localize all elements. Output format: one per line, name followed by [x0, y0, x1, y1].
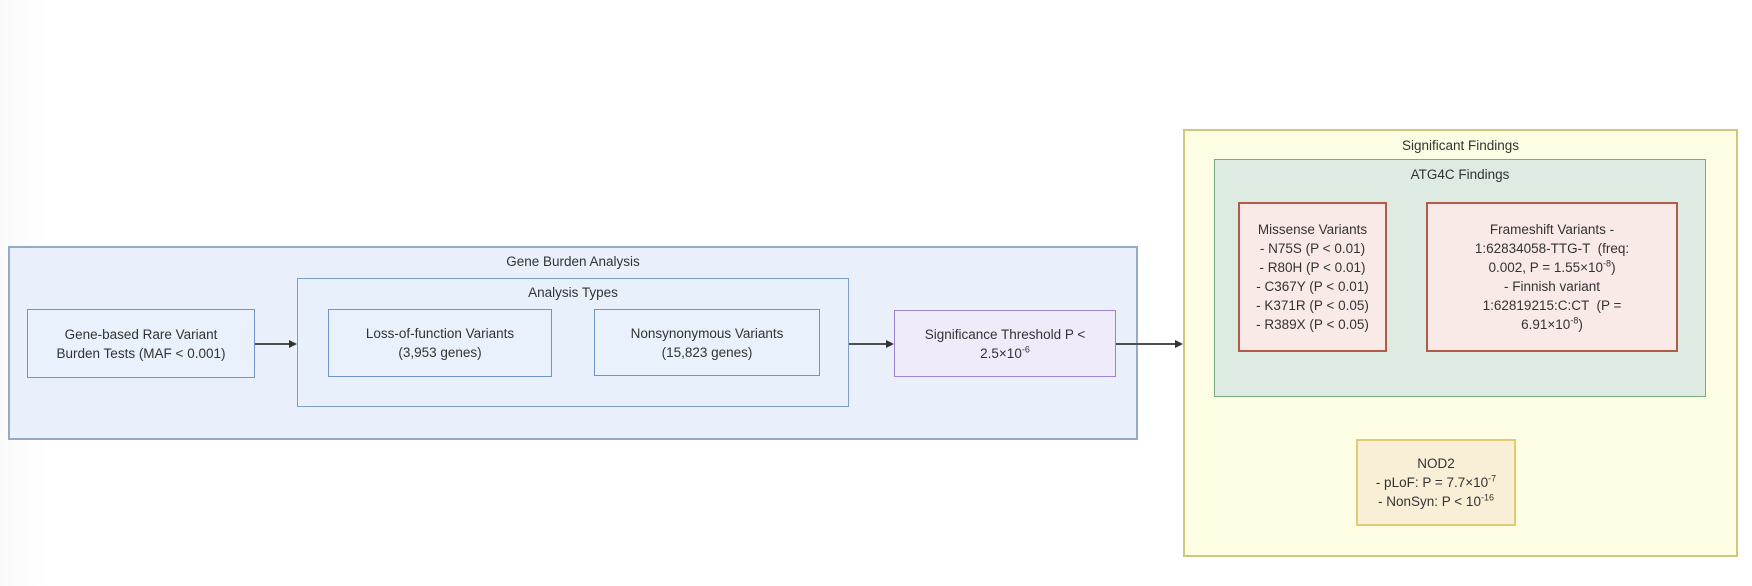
node-text-line: Missense Variants [1257, 222, 1368, 237]
finnish-pvalue: 6.91×10 [1521, 317, 1571, 332]
node-text-line: - NonSyn: P < 10-16 [1378, 492, 1494, 511]
nod2-nonsyn-pvalue: - NonSyn: P < 10 [1378, 494, 1481, 509]
atg4c-findings-container: ATG4C Findings Missense Variants - N75S … [1214, 159, 1706, 397]
finnish-pvalue-close: ) [1578, 317, 1583, 332]
node-text-line: NOD2 [1417, 456, 1455, 471]
nod2-plof-exponent: -7 [1488, 473, 1497, 484]
burden-tests-node: Gene-based Rare Variant Burden Tests (MA… [27, 309, 255, 378]
node-text-line: - K371R (P < 0.05) [1256, 298, 1369, 313]
frameshift-pvalue-close: ) [1611, 260, 1616, 275]
missense-variants-node: Missense Variants - N75S (P < 0.01) - R8… [1238, 202, 1387, 352]
node-text-line: 2.5×10-6 [980, 344, 1030, 363]
frameshift-exponent: -8 [1603, 258, 1612, 269]
threshold-value: 2.5×10 [980, 345, 1022, 361]
analysis-types-container: Analysis Types Loss-of-function Variants… [297, 278, 849, 407]
significant-findings-container: Significant Findings ATG4C Findings Miss… [1183, 129, 1738, 557]
analysis-types-title: Analysis Types [528, 285, 618, 300]
nod2-nonsyn-exponent: -16 [1480, 492, 1494, 503]
node-text-line: Nonsynonymous Variants [630, 325, 784, 341]
nonsyn-variants-node: Nonsynonymous Variants (15,823 genes) [594, 309, 820, 376]
threshold-exponent: -6 [1021, 344, 1030, 354]
node-text-line: - pLoF: P = 7.7×10-7 [1376, 473, 1496, 492]
node-text-line: (15,823 genes) [661, 344, 753, 360]
frameshift-pvalue: 0.002, P = 1.55×10 [1488, 260, 1604, 275]
node-text-line: Loss-of-function Variants [365, 326, 515, 341]
node-text-line: - R80H (P < 0.01) [1259, 260, 1366, 275]
node-text-line: - N75S (P < 0.01) [1259, 241, 1366, 256]
node-text-line: (3,953 genes) [398, 345, 482, 360]
node-text-line: Frameshift Variants - [1489, 222, 1615, 237]
gene-burden-analysis-container: Gene Burden Analysis Gene-based Rare Var… [8, 246, 1138, 440]
node-text-line: - Finnish variant [1503, 279, 1601, 294]
node-text-line: 0.002, P = 1.55×10-8) [1488, 258, 1615, 277]
lof-variants-node: Loss-of-function Variants (3,953 genes) [328, 309, 552, 377]
finnish-exponent: -8 [1570, 315, 1579, 326]
nod2-plof-pvalue: - pLoF: P = 7.7×10 [1375, 475, 1489, 490]
gene-burden-analysis-title: Gene Burden Analysis [506, 254, 640, 269]
node-text-line: Gene-based Rare Variant [64, 326, 218, 342]
node-text-line: 6.91×10-8) [1521, 315, 1583, 334]
node-text-line: 1:62834058-TTG-T (freq: [1474, 241, 1630, 256]
significant-findings-title: Significant Findings [1401, 138, 1520, 153]
frameshift-variants-node: Frameshift Variants - 1:62834058-TTG-T (… [1426, 202, 1678, 352]
node-text-line: 1:62819215:C:CT (P = [1482, 298, 1622, 313]
nod2-node: NOD2 - pLoF: P = 7.7×10-7 - NonSyn: P < … [1356, 439, 1516, 526]
node-text-line: Significance Threshold P < [924, 326, 1086, 342]
significance-threshold-node: Significance Threshold P < 2.5×10-6 [894, 310, 1116, 377]
arrow-analysis-types-to-threshold [849, 343, 886, 345]
atg4c-findings-title: ATG4C Findings [1410, 167, 1510, 182]
arrow-threshold-to-findings [1116, 343, 1175, 345]
node-text-line: - C367Y (P < 0.01) [1256, 279, 1369, 294]
node-text-line: Burden Tests (MAF < 0.001) [56, 345, 226, 361]
arrow-burden-to-analysis-types [255, 343, 289, 345]
node-text-line: - R389X (P < 0.05) [1256, 317, 1369, 332]
